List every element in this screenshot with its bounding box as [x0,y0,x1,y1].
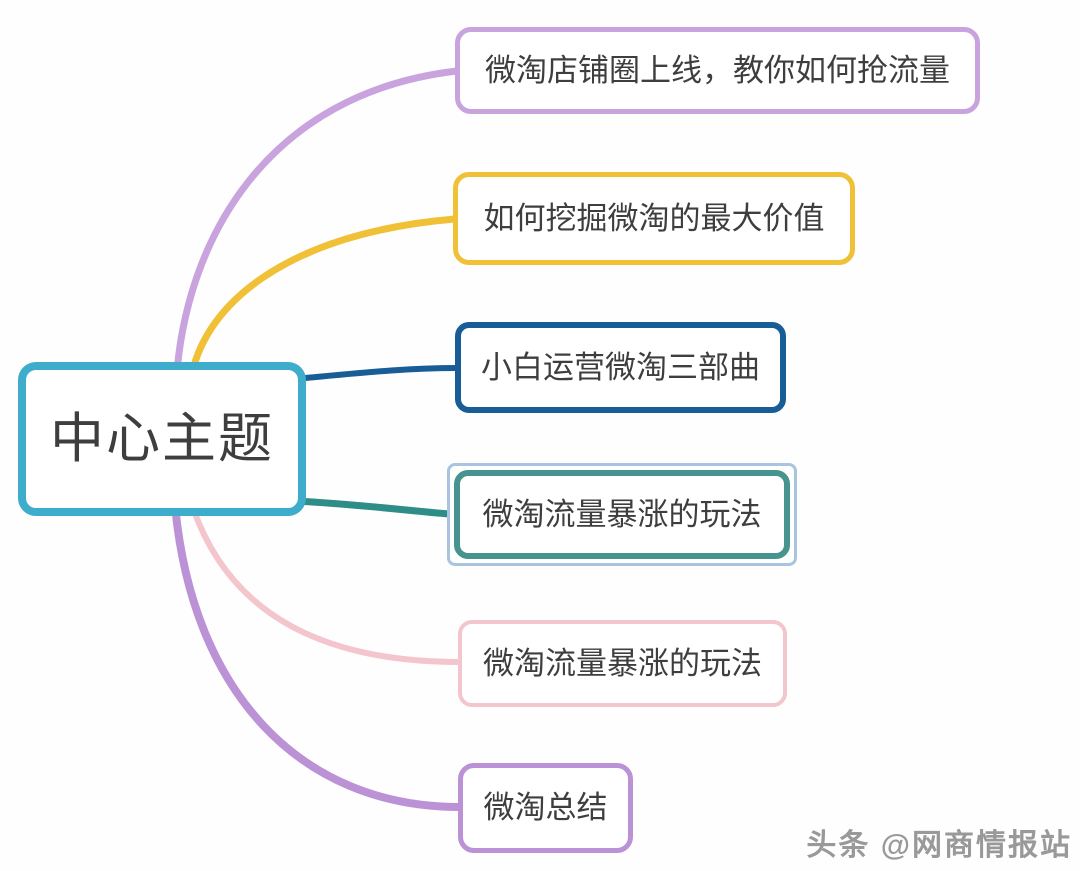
branch-label-5: 微淘流量暴涨的玩法 [483,645,762,681]
connector-branch-2 [186,215,459,389]
connector-branch-5 [189,502,463,665]
branch-label-3: 小白运营微淘三部曲 [481,349,760,385]
branch-node-6[interactable]: 微淘总结 [458,763,633,853]
connector-branch-4 [291,497,453,518]
branch-node-1[interactable]: 微淘店铺圈上线，教你如何抢流量 [455,27,980,114]
branch-label-6: 微淘总结 [483,790,608,826]
branch-node-3[interactable]: 小白运营微淘三部曲 [455,322,786,413]
branch-node-4-selection-frame: 微淘流量暴涨的玩法 [447,463,797,566]
watermark-text: 头条 @网商情报站 [806,829,1072,862]
central-topic-label: 中心主题 [50,408,274,469]
central-topic-node[interactable]: 中心主题 [18,362,306,516]
branch-label-2: 如何挖掘微淘的最大价值 [483,200,825,236]
branch-node-2[interactable]: 如何挖掘微淘的最大价值 [453,172,855,265]
connector-branch-3 [292,365,460,382]
branch-node-4[interactable]: 微淘流量暴涨的玩法 [454,470,790,559]
connector-branch-1 [172,67,461,389]
branch-label-4: 微淘流量暴涨的玩法 [482,496,762,532]
branch-node-5[interactable]: 微淘流量暴涨的玩法 [458,620,787,707]
connector-branch-6 [171,501,464,811]
branch-label-1: 微淘店铺圈上线，教你如何抢流量 [485,52,950,88]
